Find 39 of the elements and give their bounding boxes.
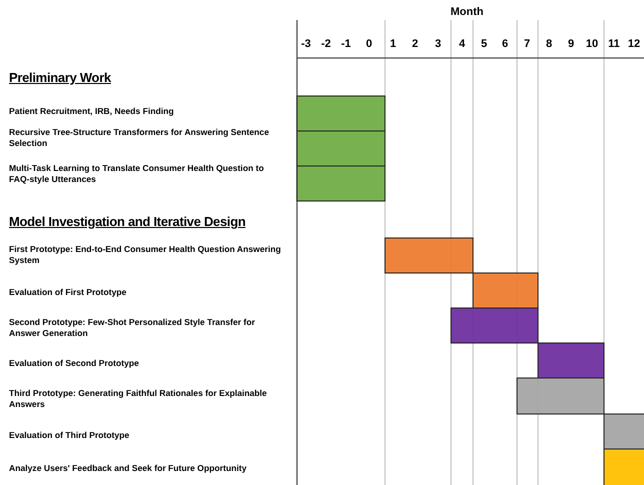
tick-label: -2: [321, 38, 331, 52]
gantt-bar: [296, 166, 386, 202]
task-label: Evaluation of Third Prototype: [9, 430, 130, 440]
task-label: Recursive Tree-Structure Transformers for Answering Sentence Selection: [9, 127, 270, 149]
tick-label: 2: [412, 38, 418, 52]
tick-label: 9: [568, 38, 574, 52]
axis-title: Month: [450, 6, 484, 20]
tick-label: 0: [366, 38, 372, 52]
tick-label: 5: [480, 38, 488, 52]
tick-label: 1: [390, 38, 396, 52]
tick-label: 10: [586, 38, 598, 52]
gantt-bar: [538, 342, 604, 378]
gantt-bar: [296, 96, 386, 132]
section-heading: Model Investigation and Iterative Design: [9, 214, 246, 230]
task-label: First Prototype: End-to-End Consumer Health Question Answering System: [9, 244, 281, 266]
task-label: Analyze Users' Feedback and Seek for Future Opportunity: [9, 462, 248, 474]
tick-label: 7: [524, 38, 530, 52]
task-label: Multi-Task Learning to Translate Consumer Health Question to FAQ-style Utterances: [9, 163, 265, 185]
task-label: Third Prototype: Generating Faithful Rationales for Explainable Answers: [9, 388, 268, 410]
tick-label: 4: [458, 38, 466, 52]
tick-label: 8: [546, 38, 552, 52]
task-label: Evaluation of First Prototype: [9, 286, 128, 298]
task-label: Evaluation of Second Prototype: [9, 358, 140, 368]
gantt-bar: [604, 414, 644, 450]
gantt-bar: [604, 448, 644, 485]
gantt-bar: [472, 272, 538, 308]
tick-label: 12: [628, 38, 640, 52]
task-label: Patient Recruitment, IRB, Needs Finding: [9, 106, 175, 116]
tick-label: -1: [341, 38, 351, 52]
tick-label: 11: [608, 38, 620, 52]
gantt-bar: [450, 308, 538, 344]
gantt-bar: [296, 130, 386, 166]
section-heading: Preliminary Work: [9, 70, 112, 86]
tick-label: 3: [434, 38, 442, 52]
gantt-bar: [516, 378, 604, 414]
gantt-bar: [384, 238, 474, 274]
task-label: Second Prototype: Few-Shot Personalized Style Transfer for Answer Generation: [9, 317, 256, 339]
tick-label: 6: [502, 38, 508, 52]
tick-label: -3: [301, 38, 311, 52]
